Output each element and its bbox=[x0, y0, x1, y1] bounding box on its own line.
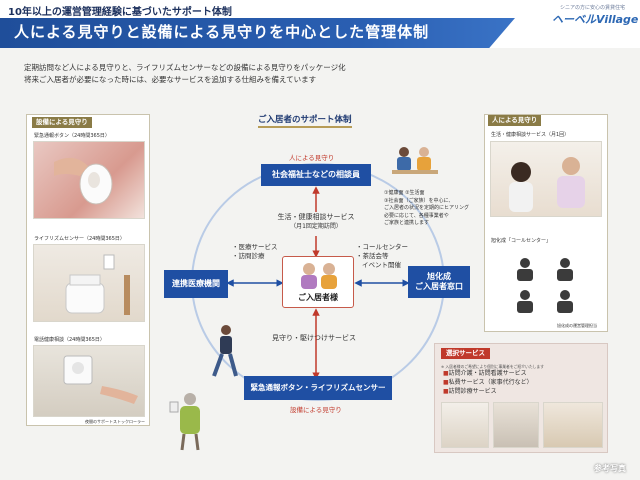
logo-tagline: シニアの方に安心の賃貸住宅 bbox=[560, 5, 626, 11]
senior-couple-icon bbox=[301, 263, 337, 289]
people-panel: 人による見守り 生活・健康相談サービス（月1回） 旭化成「コールセンター」 旭化… bbox=[484, 114, 608, 332]
phone-consult-note: 夜間のサポートストックローラー bbox=[85, 419, 145, 424]
counselor-notes: ①健康面 ②生活面 ③社会面（ご家族）を中心に、 ご入居者の状況を定期的にヒアリ… bbox=[384, 190, 469, 228]
vertical-arrows bbox=[312, 186, 320, 380]
liferhythm-sensor-photo bbox=[33, 244, 145, 322]
callcenter-service-3: イベント開催 bbox=[362, 261, 401, 269]
phone-consult-caption: 電話健康相談（24時間365日） bbox=[34, 337, 105, 343]
counselor-note-5: ご家族と連携します bbox=[384, 220, 430, 226]
selection-item-3-label: 訪問診療サービス bbox=[448, 388, 497, 395]
selection-item-3: ■訪問診療サービス bbox=[443, 387, 497, 396]
phone-consult-photo bbox=[33, 345, 145, 417]
medical-service-1: ・医療サービス bbox=[232, 243, 278, 251]
medical-services: ・医療サービス ・訪問診療 bbox=[232, 243, 278, 261]
asahi-window-line-2: ご入居者窓口 bbox=[415, 282, 463, 291]
logo: ヘーベルVillage bbox=[552, 13, 639, 26]
monthly-consult-line-1: 生活・健康相談サービス bbox=[277, 213, 355, 221]
management-staff-caption: 旭化成の運営管理担当 bbox=[557, 323, 597, 328]
monthly-consult-label: 生活・健康相談サービス （月1回定期訪問） bbox=[272, 212, 360, 232]
asahi-window-box: 旭化成 ご入居者窓口 bbox=[408, 266, 470, 298]
diagram-title: ご入居者のサポート体制 bbox=[258, 113, 352, 128]
selection-item-2-label: 私費サービス（家事代行など） bbox=[448, 379, 533, 386]
people-watch-label: 人による見守り bbox=[289, 154, 335, 162]
medical-service-2: ・訪問診療 bbox=[232, 252, 265, 260]
intro-line-1: 定期訪問など人による見守りと、ライフリズムセンサーなどの設備による見守りをパッケ… bbox=[24, 63, 346, 72]
selection-item-2: ■私費サービス（家事代行など） bbox=[443, 378, 533, 387]
selection-item-1-label: 訪問介護・訪問看護サービス bbox=[448, 370, 527, 377]
monthly-consult-line-2: （月1回定期訪問） bbox=[290, 223, 342, 230]
header: 10年以上の運営管理経験に基づいたサポート体制 人による見守りと設備による見守り… bbox=[0, 0, 640, 48]
equipment-panel: 設備による見守り 緊急通報ボタン（24時間365日） ライフリズムセンサー（24… bbox=[26, 114, 150, 426]
callcenter-service-1: ・コールセンター bbox=[356, 243, 408, 251]
selection-services-title: 選択サービス bbox=[441, 348, 490, 359]
bullet-icon: ■ bbox=[443, 370, 449, 377]
care-photo-2 bbox=[493, 402, 539, 448]
callcenter-service-2: ・茶話会等 bbox=[356, 252, 389, 260]
equipment-watch-label: 設備による見守り bbox=[290, 406, 342, 414]
wall-sensor-icon bbox=[63, 355, 138, 404]
page-title: 人による見守りと設備による見守りを中心とした管理体制 bbox=[14, 23, 430, 41]
care-photo-1 bbox=[441, 402, 489, 448]
running-staff-illustration bbox=[212, 325, 238, 377]
liferhythm-sensor-caption: ライフリズムセンサー（24時間365日） bbox=[34, 236, 125, 242]
resident-box: ご入居者様 bbox=[282, 256, 354, 308]
bullet-icon: ■ bbox=[443, 388, 449, 395]
two-people-talking-icon bbox=[509, 157, 585, 212]
toilet-room-icon bbox=[65, 254, 130, 315]
counselor-box: 社会福祉士などの相談員 bbox=[261, 164, 371, 186]
emergency-sensor-box: 緊急通報ボタン・ライフリズムセンサー bbox=[244, 376, 392, 400]
horizontal-arrows bbox=[226, 279, 410, 287]
emergency-button-photo bbox=[33, 141, 145, 219]
selection-item-1: ■訪問介護・訪問看護サービス bbox=[443, 369, 527, 378]
supertitle: 10年以上の運営管理経験に基づいたサポート体制 bbox=[8, 7, 232, 18]
title-bar bbox=[0, 18, 515, 48]
emergency-button-caption: 緊急通報ボタン（24時間365日） bbox=[34, 133, 110, 139]
selection-services-note: ※ 入居者様のご希望により個別に事業者をご紹介いたします bbox=[441, 364, 545, 369]
asahi-window-line-1: 旭化成 bbox=[427, 272, 451, 281]
rush-service-label: 見守り・駆けつけサービス bbox=[272, 334, 356, 342]
consult-service-photo bbox=[490, 141, 602, 217]
care-photo-3 bbox=[543, 402, 603, 448]
counselor-note-4: 必要に応じて、各種事業者や bbox=[384, 212, 449, 219]
staff-photos bbox=[503, 249, 589, 321]
counselors-illustration bbox=[392, 147, 438, 174]
intro-line-2: 将来ご入居者が必要になった時には、必要なサービスを追加する仕組みを備えています bbox=[24, 75, 317, 84]
resident-label: ご入居者様 bbox=[298, 293, 338, 302]
staff-portraits-icon bbox=[517, 258, 573, 313]
consult-service-caption: 生活・健康相談サービス（月1回） bbox=[491, 132, 570, 138]
counselor-note-3: ご入居者の状況を定期的にヒアリング bbox=[384, 205, 470, 211]
selection-services: 選択サービス ※ 入居者様のご希望により個別に事業者をご紹介いたします ■訪問介… bbox=[434, 343, 608, 453]
elderly-woman-illustration bbox=[169, 393, 200, 451]
intro-text: 定期訪問など人による見守りと、ライフリズムセンサーなどの設備による見守りをパッケ… bbox=[24, 62, 444, 86]
medical-institution-box: 連携医療機関 bbox=[164, 270, 228, 298]
counselor-note-2: ③社会面（ご家族）を中心に、 bbox=[384, 197, 454, 204]
people-panel-title: 人による見守り bbox=[488, 115, 542, 126]
bullet-icon: ■ bbox=[443, 379, 449, 386]
call-center-caption: 旭化成「コールセンター」 bbox=[491, 238, 552, 244]
equipment-panel-title: 設備による見守り bbox=[32, 117, 92, 128]
reference-photo-watermark: 参考写真 bbox=[594, 464, 626, 473]
callcenter-services: ・コールセンター ・茶話会等 イベント開催 bbox=[356, 243, 408, 270]
counselor-note-1: ①健康面 ②生活面 bbox=[384, 190, 425, 196]
hand-pressing-button-icon bbox=[54, 157, 113, 205]
